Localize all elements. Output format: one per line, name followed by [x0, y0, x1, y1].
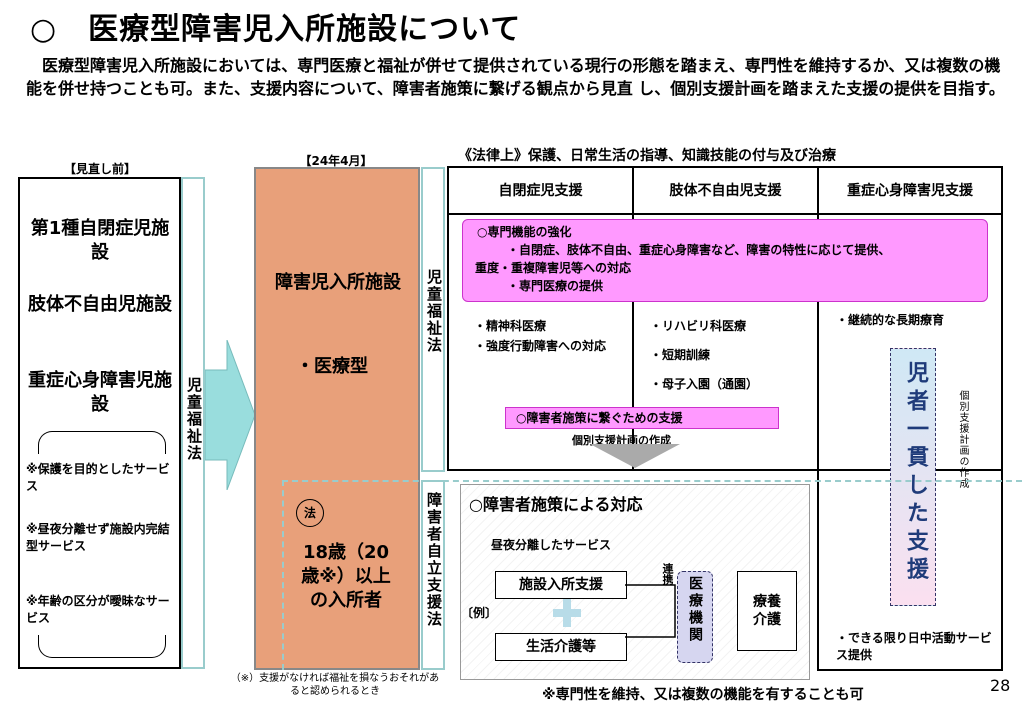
col-divider-2	[817, 166, 819, 671]
before-item-2: 肢体不自由児施設	[28, 294, 172, 315]
individual-plan: 個別支援計画の作成	[957, 390, 968, 489]
disabled-law-box: 障害者自立支援法	[421, 480, 445, 670]
consistent-box: 児者一貫した支援	[890, 348, 936, 606]
medical-institution: 医療機関	[687, 576, 703, 644]
child-law-box: 児童福祉法	[421, 167, 445, 472]
down-arrow	[590, 444, 680, 468]
col2-item-1: ・リハビリ科医療	[650, 319, 747, 333]
plus-icon	[553, 599, 581, 627]
column-header-severe: 重症心身障害児支援	[847, 182, 973, 199]
before-note-3: ※年齢の区分が曖昧なサービス	[26, 594, 170, 625]
bracket-bottom	[38, 635, 166, 658]
consistent-support: 児者一貫した支援	[903, 361, 928, 585]
bracket-top	[38, 431, 166, 454]
col2-item-3: ・母子入園（通園）	[650, 377, 759, 391]
link-lines	[625, 584, 676, 638]
facility-box: 施設入所支援	[495, 571, 627, 599]
care-box: 療養介護	[737, 571, 797, 651]
before-note-2: ※昼夜分離せず施設内完結型サービス	[26, 522, 170, 553]
disabled-law: 障害者自立支援法	[425, 492, 443, 628]
col1-item-2: ・強度行動障害への対応	[474, 339, 607, 353]
specialty-line-2: 重度・重複障害児等への対応	[475, 261, 632, 275]
before-item-3: 重症心身障害児施設	[28, 370, 172, 415]
transition-arrow	[205, 340, 256, 490]
plan-caption: 個別支援計画の作成	[572, 434, 671, 447]
care-label: 療養介護	[753, 594, 781, 628]
child-law: 児童福祉法	[425, 269, 443, 354]
col2-item-2: ・短期訓練	[650, 348, 711, 362]
adult-subtitle: 昼夜分離したサービス	[491, 538, 612, 552]
law-badge: 法	[296, 499, 324, 527]
adult-heading: ○障害者施策による対応	[469, 495, 643, 514]
footer-note: ※専門性を維持、又は複数の機能を有することも可	[542, 687, 864, 703]
after-adult: 18歳（20歳※）以上の入所者	[301, 542, 391, 611]
col1-item-1: ・精神科医療	[474, 319, 547, 333]
connect-bar: ○障害者施策に繋ぐための支援	[505, 407, 779, 429]
daytime-text: ・できる限り日中活動サービス提供	[836, 631, 992, 662]
daily-box: 生活介護等	[495, 633, 627, 661]
page-title: ○ 医療型障害児入所施設について	[30, 12, 522, 47]
legal-caption: 《法律上》保護、日常生活の指導、知識技能の付与及び治療	[458, 148, 836, 164]
after-footnote: （※）支援がなければ福祉を損なうおそれがあると認められるとき	[230, 673, 440, 697]
after-box: 障害児入所施設 ・医療型 法 18歳（20歳※）以上の入所者	[254, 167, 420, 670]
specialty-line-1: ・自閉症、肢体不自由、重症心身障害など、障害の特性に応じて提供、	[507, 243, 891, 257]
before-box: 第1種自閉症児施設 肢体不自由児施設 重症心身障害児施設 ※保護を目的としたサー…	[18, 177, 181, 669]
dashed-divider	[282, 480, 1022, 482]
dashed-left	[282, 480, 284, 670]
before-item-1: 第1種自閉症児施設	[30, 218, 170, 263]
example-label: 〔例〕	[461, 606, 498, 620]
col3-bottom	[817, 669, 1003, 671]
column-header-autism: 自閉症児支援	[498, 182, 583, 199]
after-type: ・医療型	[296, 356, 368, 377]
specialty-heading: ○専門機能の強化	[477, 225, 572, 239]
intro-text: 医療型障害児入所施設においては、専門医療と福祉が併せて提供されている現行の形態を…	[26, 56, 1005, 98]
page-number: 28	[990, 676, 1011, 695]
link-label: 連携	[661, 563, 674, 585]
after-name: 障害児入所施設	[275, 272, 401, 293]
adult-section: ○障害者施策による対応 昼夜分離したサービス 施設入所支援 〔例〕 生活介護等 …	[460, 484, 810, 680]
specialty-box: ○専門機能の強化 ・自閉症、肢体不自由、重症心身障害など、障害の特性に応じて提供…	[462, 219, 988, 302]
specialty-line-3: ・専門医療の提供	[507, 279, 604, 293]
table-header-divider	[447, 213, 1003, 215]
col3-item: ・継続的な長期療育	[836, 313, 945, 327]
before-law-box: 児童福祉法	[181, 177, 205, 669]
col-divider-3	[1001, 166, 1003, 671]
before-law: 児童福祉法	[185, 377, 203, 462]
after-header: 【24年4月】	[299, 154, 373, 168]
before-header: 【見直し前】	[63, 162, 136, 176]
column-header-physical: 肢体不自由児支援	[669, 182, 782, 199]
medical-box: 医療機関	[677, 571, 713, 663]
col-divider-1	[632, 166, 634, 471]
before-note-1: ※保護を目的としたサービス	[26, 462, 170, 493]
